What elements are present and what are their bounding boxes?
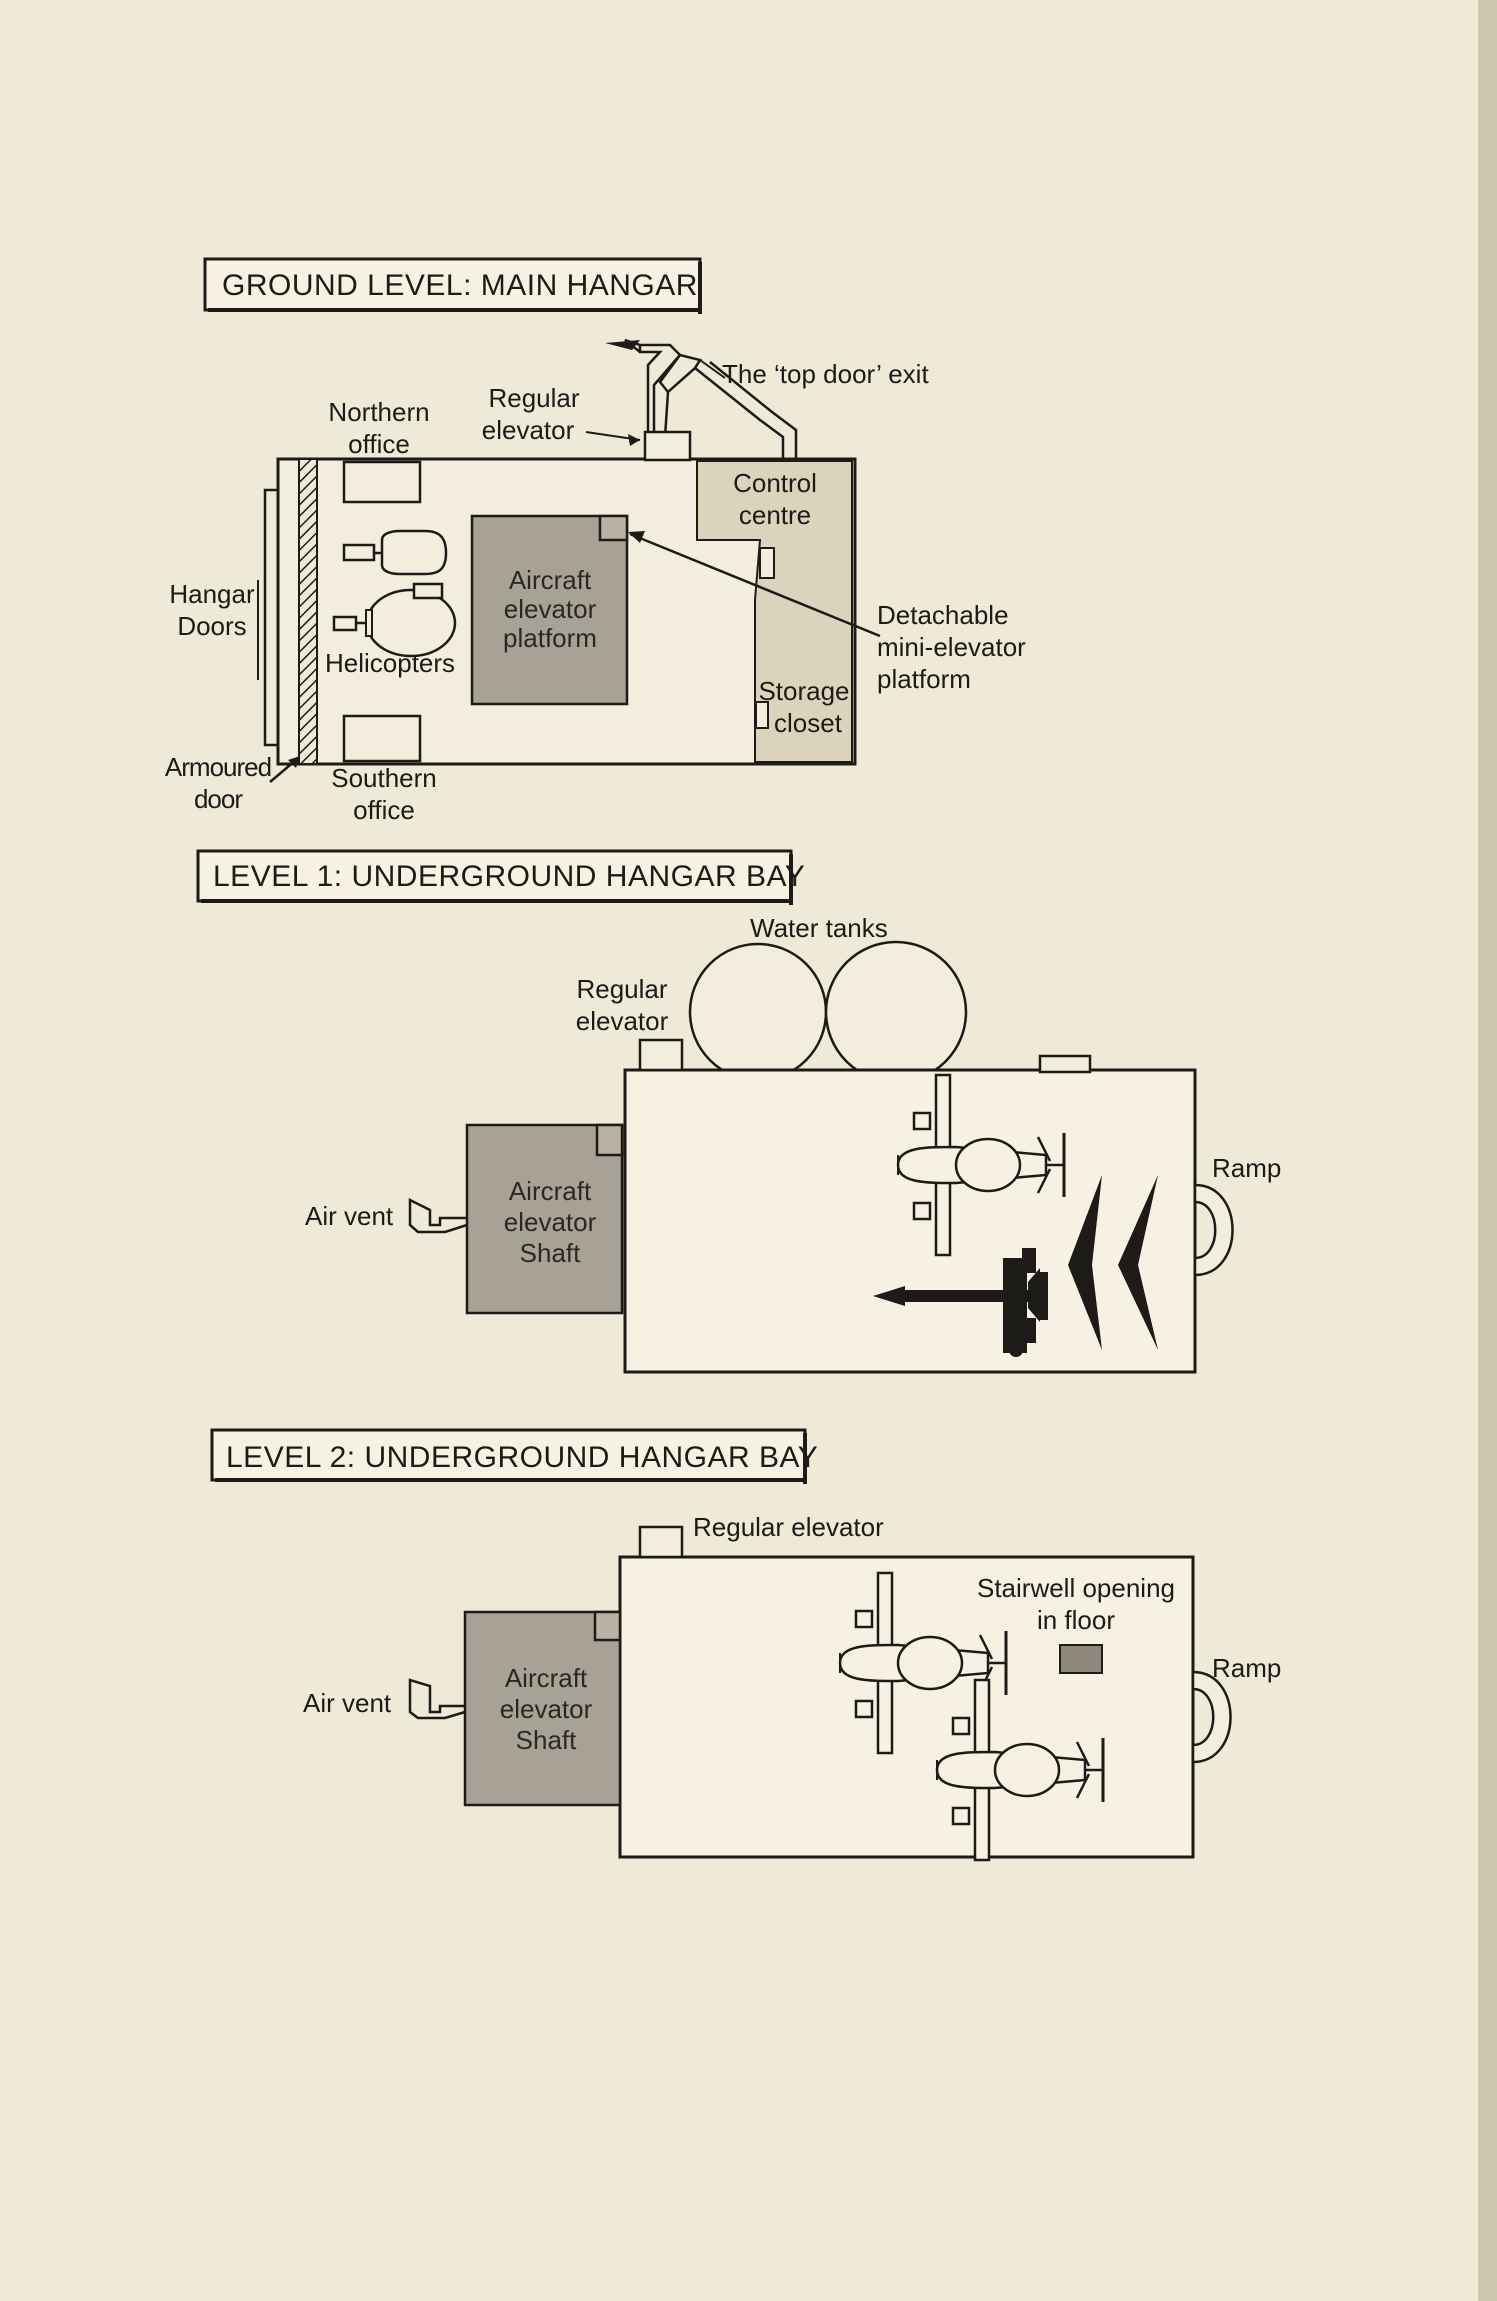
regular-elevator-level-2-label: Regular elevator: [693, 1512, 884, 1542]
air-vent-level-1-label: Air vent: [305, 1201, 394, 1231]
storage-closet: [755, 701, 769, 729]
ramp-level-2-label: Ramp: [1212, 1653, 1281, 1683]
exit-arrow: [605, 340, 640, 350]
northern-office: [342, 460, 422, 504]
aircraft-elevator-shaft-level-2: [463, 1610, 622, 1807]
ramp-level-1: [1193, 1183, 1234, 1277]
helicopter-2: [332, 582, 457, 658]
jet-level-1: [873, 1248, 1048, 1357]
level-2: LEVEL 2: UNDERGROUND HANGAR BAY Regular …: [210, 1428, 1281, 1862]
stairwell-opening: [1059, 1644, 1103, 1674]
helicopter-1: [342, 529, 448, 576]
regular-elevator-level-1: [638, 1038, 684, 1072]
stealth-fighter-2: [1118, 1175, 1158, 1350]
southern-office: [342, 714, 422, 763]
air-vent-level-2: [408, 1678, 466, 1720]
detachable-mini-elevator: [598, 514, 629, 542]
water-tank-1: [688, 942, 828, 1082]
ground-level: GROUND LEVEL: MAIN HANGAR The ‘top door’…: [165, 257, 1026, 825]
stealth-fighter-1: [1068, 1175, 1102, 1350]
helicopters-label: Helicopters: [325, 648, 455, 678]
level-2-bay: [618, 1555, 1195, 1859]
air-vent-level-2-label: Air vent: [303, 1688, 392, 1718]
level-1-top-vent: [1038, 1054, 1092, 1074]
regular-elevator-ground: [643, 430, 692, 462]
hangar-doors: [263, 488, 278, 747]
level-1: LEVEL 1: UNDERGROUND HANGAR BAY Water ta…: [196, 849, 1281, 1374]
level-1-bay: [623, 1068, 1197, 1374]
ground-level-title-box: [203, 257, 702, 312]
water-tanks-label: Water tanks: [750, 913, 888, 943]
ground-level-title: GROUND LEVEL: MAIN HANGAR: [222, 269, 698, 302]
top-door-exit-duct: [638, 343, 682, 437]
aircraft-elevator-shaft-level-1: [465, 1123, 624, 1315]
page-edge-shadow: [1478, 0, 1497, 2301]
aircraft-elevator-platform: [470, 514, 629, 706]
armoured-door: [298, 458, 318, 765]
ramp-level-2: [1191, 1670, 1232, 1764]
air-vent-level-1: [408, 1197, 468, 1234]
water-tank-2: [824, 940, 968, 1084]
regular-elevator-level-2: [638, 1525, 684, 1559]
level-1-title: LEVEL 1: UNDERGROUND HANGAR BAY: [213, 860, 805, 893]
control-centre-room: [696, 460, 853, 763]
top-door-exit-label: The ‘top door’ exit: [722, 359, 929, 389]
level-2-title: LEVEL 2: UNDERGROUND HANGAR BAY: [226, 1441, 818, 1474]
ramp-level-1-label: Ramp: [1212, 1153, 1281, 1183]
